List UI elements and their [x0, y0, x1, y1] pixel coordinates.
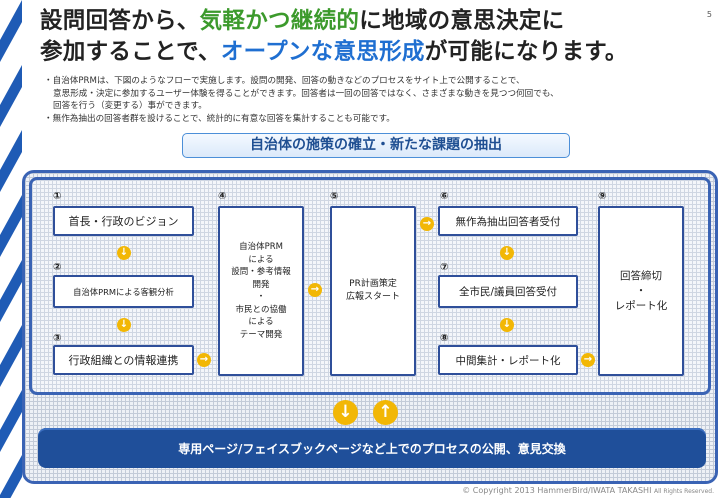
arrow-up-icon: ↑ [373, 400, 398, 425]
bullet-list: ・自治体PRMは、下図のようなフローで実施します。設問の開発、回答の動きなどのプ… [44, 75, 704, 125]
step-label: 設問・参考情報 [231, 267, 291, 277]
step-label: ・ [256, 292, 266, 302]
step-number-9: ⑨ [598, 191, 607, 202]
step-label: 中間集計・レポート化 [455, 354, 561, 367]
step-label: レポート化 [614, 299, 668, 312]
arrow-down-icon: ↓ [500, 246, 514, 260]
step-label: 広報スタート [345, 292, 400, 302]
copyright-text: © Copyright 2013 HammerBird/IWATA TAKASH… [462, 486, 652, 495]
arrow-right-icon: → [308, 283, 322, 297]
rights-text: All Rights Reserved. [653, 488, 714, 495]
step-number-1: ① [53, 191, 62, 202]
bottom-bar-label: 専用ページ/フェイスブックページなど上でのプロセスの公開、意見交換 [178, 441, 566, 456]
step-box-analysis: 自治体PRMによる客観分析 [53, 275, 194, 308]
step-label: 市民との協働 [235, 304, 287, 315]
step-number-2: ② [53, 262, 62, 273]
arrow-down-icon: ↓ [500, 318, 514, 332]
step-number-7: ⑦ [440, 262, 449, 273]
title-text: に地域の意思決定に [359, 8, 565, 34]
step-number-6: ⑥ [440, 191, 449, 202]
step-label: による [248, 254, 274, 265]
title-highlight-blue: オープンな意思形成 [220, 39, 425, 65]
step-number-4: ④ [218, 191, 227, 202]
step-label: ・ [635, 284, 647, 297]
step-number-5: ⑤ [330, 191, 339, 202]
title-highlight-green: 気軽かつ継続的 [199, 8, 360, 34]
step-box-pr-plan: PR計画策定 広報スタート [330, 206, 416, 376]
arrow-right-icon: → [197, 353, 211, 367]
arrow-right-icon: → [581, 353, 595, 367]
step-label: 無作為抽出回答者受付 [455, 215, 561, 228]
step-label: 全市民/議員回答受付 [458, 286, 558, 298]
decorative-stripe [0, 0, 22, 498]
step-label: 首長・行政のビジョン [68, 215, 179, 228]
arrow-down-icon: ↓ [117, 246, 131, 260]
policy-banner: 自治体の施策の確立・新たな課題の抽出 [182, 133, 570, 158]
step-label: PR計画策定 [349, 279, 397, 289]
page-title: 設問回答から、気軽かつ継続的に地域の意思決定に 参加することで、オープンな意思形… [40, 6, 628, 68]
title-line-1: 設問回答から、気軽かつ継続的に地域の意思決定に [40, 6, 628, 37]
title-line-2: 参加することで、オープンな意思形成が可能になります。 [40, 37, 628, 68]
step-box-all-citizens: 全市民/議員回答受付 [438, 275, 578, 308]
step-label: による [248, 317, 274, 327]
arrow-down-icon: ↓ [333, 400, 358, 425]
title-text: 参加することで、 [40, 39, 221, 65]
step-number-8: ⑧ [440, 333, 449, 344]
step-label: 自治体PRMによる客観分析 [73, 286, 174, 297]
page-number: 5 [706, 10, 712, 19]
arrow-right-icon: → [420, 217, 434, 231]
step-box-close-report: 回答締切 ・ レポート化 [598, 206, 684, 376]
bullet-1-line-3: 回答を行う（変更する）事ができます。 [53, 101, 207, 111]
step-label: 開発 [252, 279, 270, 290]
bullet-1-line-2: 意思形成・決定に参加するユーザー体験を得ることができます。回答者は一回の回答では… [53, 88, 559, 99]
step-box-vision: 首長・行政のビジョン [53, 206, 194, 236]
arrow-down-icon: ↓ [117, 318, 131, 332]
bullet-2: ・無作為抽出の回答者群を設けることで、統計的に有意な回答を集計することも可能です… [44, 113, 395, 124]
step-box-interim-report: 中間集計・レポート化 [438, 345, 578, 375]
step-box-coordination: 行政組織との情報連携 [53, 345, 194, 375]
title-text: 設問回答から、 [40, 8, 200, 34]
step-label: 行政組織との情報連携 [68, 354, 179, 367]
title-text: が可能になります。 [424, 39, 628, 65]
step-box-random-sample: 無作為抽出回答者受付 [438, 206, 578, 236]
copyright-notice: © Copyright 2013 HammerBird/IWATA TAKASH… [462, 486, 714, 495]
process-disclosure-bar: 専用ページ/フェイスブックページなど上でのプロセスの公開、意見交換 [38, 428, 706, 468]
step-label: 回答締切 [620, 269, 662, 282]
bullet-1-line-1: ・自治体PRMは、下図のようなフローで実施します。設問の開発、回答の動きなどのプ… [44, 76, 525, 86]
step-number-3: ③ [53, 333, 62, 344]
step-label: テーマ開発 [239, 329, 283, 340]
step-label: 自治体PRM [239, 242, 283, 252]
